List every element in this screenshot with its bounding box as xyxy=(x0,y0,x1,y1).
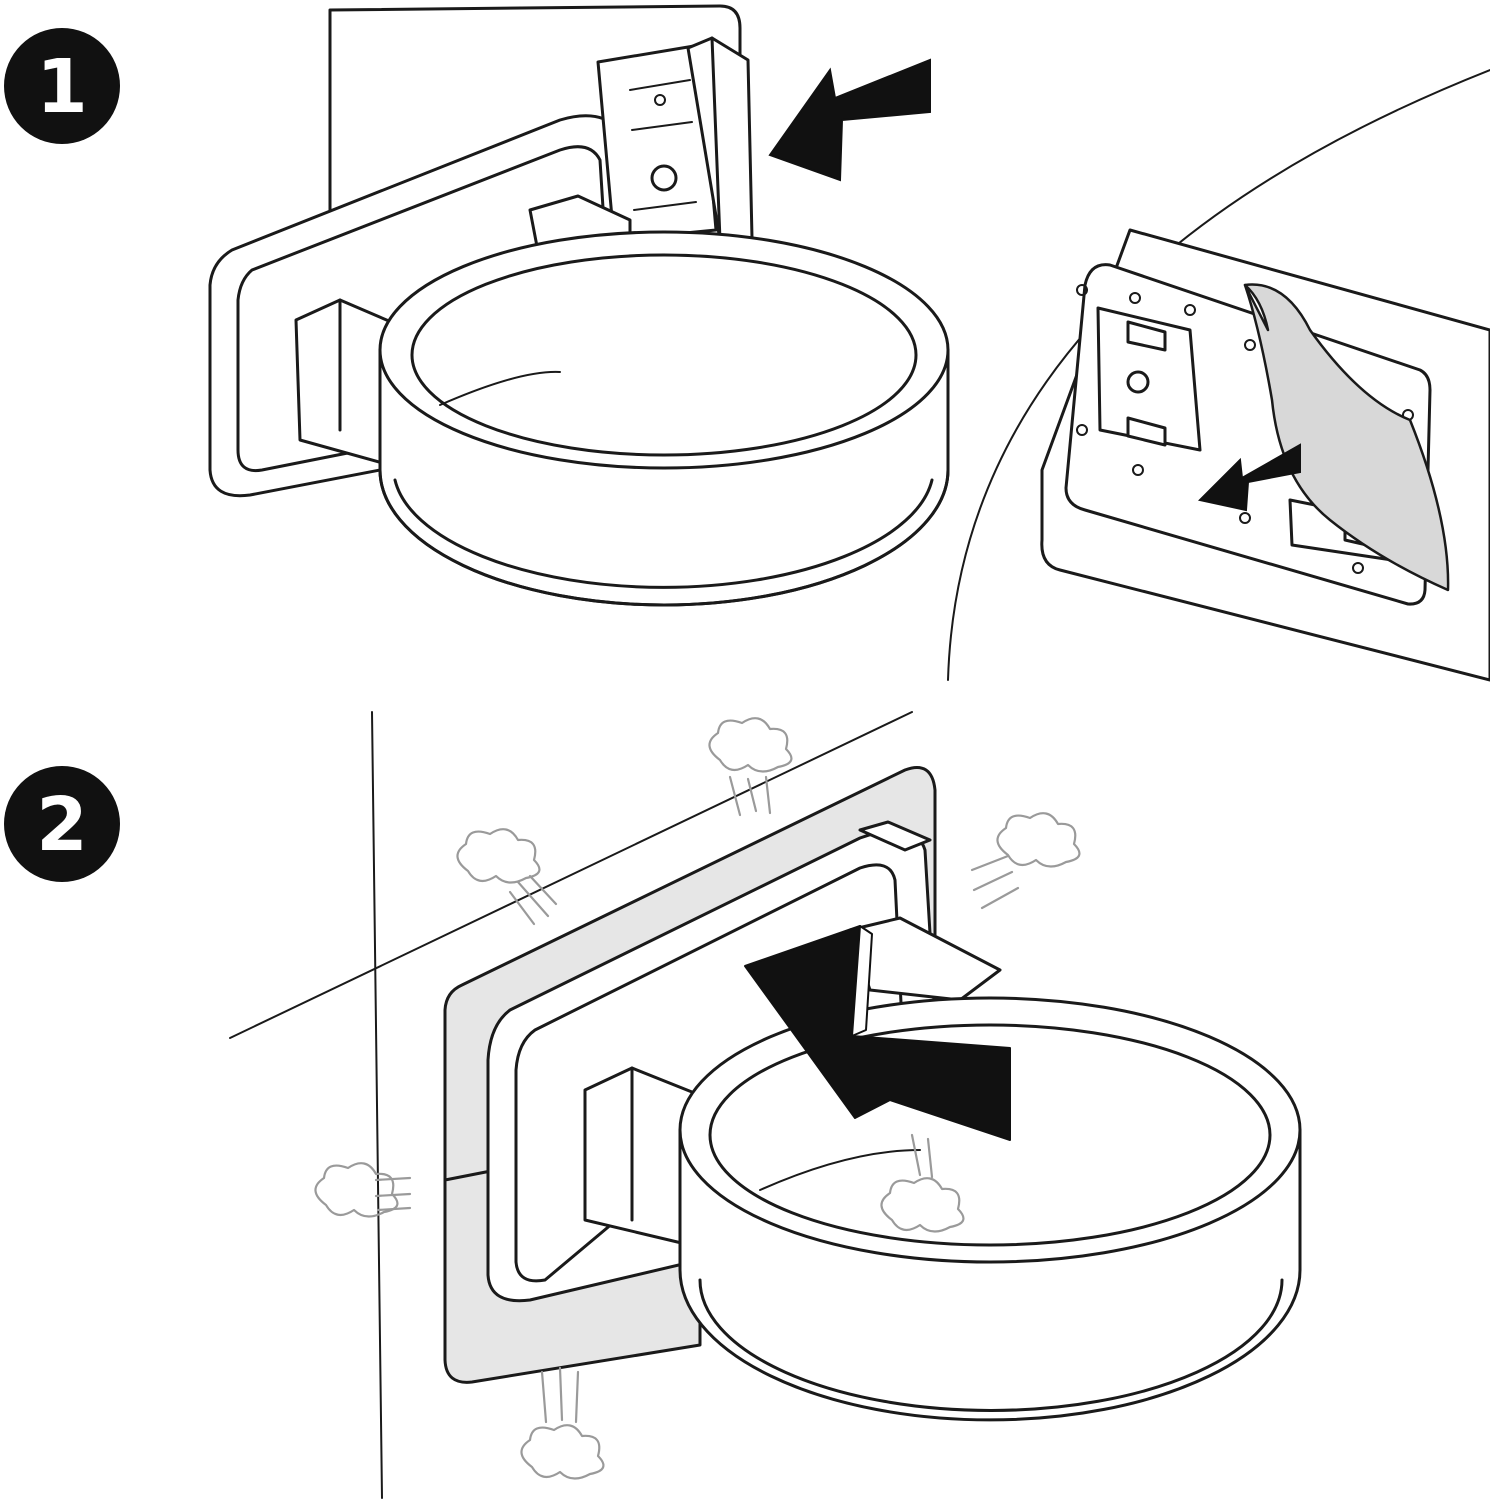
air-puff-icon xyxy=(456,828,558,926)
inset-hole xyxy=(1239,512,1251,524)
inset-hole xyxy=(1132,464,1144,476)
step-1-slide-arrow-icon xyxy=(768,58,931,182)
wall-corner-horizontal xyxy=(229,711,913,1039)
step-2-ring-bottom-inner xyxy=(698,1278,1284,1412)
bracket-screw-hole xyxy=(650,164,678,192)
bracket-slot-3 xyxy=(633,201,697,211)
step-1-badge-circle xyxy=(4,28,120,144)
step-2-ring-floor xyxy=(759,1149,921,1191)
air-puff-icon xyxy=(970,812,1081,910)
mounting-bracket xyxy=(596,43,718,242)
bracket-slot-2 xyxy=(631,121,693,131)
inset-hole xyxy=(1184,304,1196,316)
step-1-holder xyxy=(208,4,950,607)
slide-rail-edge xyxy=(710,36,722,242)
inset-hole xyxy=(1352,562,1364,574)
step-2-base-plate-inner xyxy=(514,863,907,1283)
air-puff-icon xyxy=(880,1133,965,1233)
ring-inner-floor xyxy=(439,370,561,406)
step-2-scene xyxy=(229,711,1302,1499)
base-plate-inner-edge xyxy=(236,145,617,473)
step-2-press-arrow-side xyxy=(851,925,873,1037)
step-2-number: 2 xyxy=(36,782,88,868)
step-2-top-tab xyxy=(858,820,932,852)
inset-screw-hole xyxy=(1126,370,1150,394)
ring-bottom-curve-inner xyxy=(393,478,934,589)
wall-corner-vertical xyxy=(371,711,383,1499)
slide-rail xyxy=(686,36,754,242)
air-puff-icon xyxy=(520,1366,605,1480)
inset-hole xyxy=(1076,284,1088,296)
inset-hole xyxy=(1129,292,1141,304)
ring-top-outer-front xyxy=(378,348,950,470)
inset-bracket-slot-top xyxy=(1126,320,1167,352)
bracket-slot-1 xyxy=(629,79,691,91)
step-2-badge: 2 xyxy=(4,766,120,882)
inset-hole xyxy=(1244,339,1256,351)
step-1-number: 1 xyxy=(36,44,88,130)
protective-film-curl xyxy=(1243,283,1270,332)
step-1-peel-arrow-icon xyxy=(1197,443,1301,512)
step-2-badge-circle xyxy=(4,766,120,882)
inset-bracket-slot-bottom xyxy=(1126,416,1167,447)
inset-hole xyxy=(1076,424,1088,436)
ring-top-inner xyxy=(410,253,918,457)
air-puff-icon xyxy=(708,717,793,817)
bracket-hole-top xyxy=(654,94,666,106)
step-1-detail-inset xyxy=(947,69,1490,682)
ring-bottom-curve xyxy=(378,468,950,607)
step-1-badge: 1 xyxy=(4,28,120,144)
step-2-arm-right xyxy=(848,916,1002,1002)
air-puff-icon xyxy=(314,1162,412,1218)
protective-film xyxy=(1243,283,1450,592)
